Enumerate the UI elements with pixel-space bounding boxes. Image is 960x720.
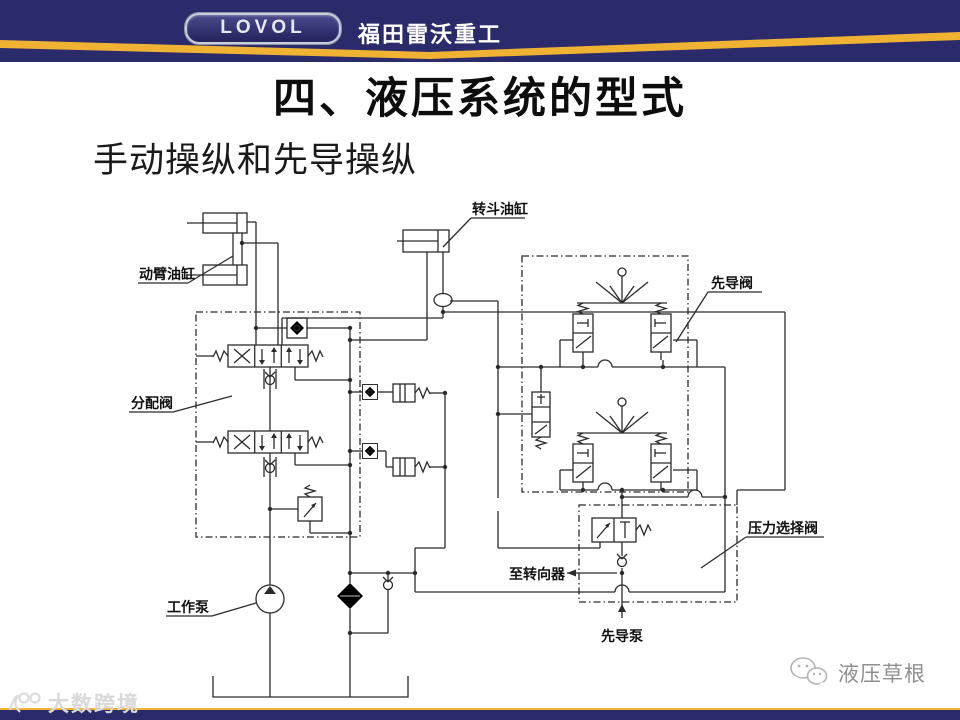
relief-valve [297,484,323,522]
damper-valve-2 [392,457,431,477]
watermark-left: 大数跨境 [6,688,140,718]
page-title: 四、液压系统的型式 [273,76,687,123]
label-leaders [129,217,824,617]
working-pump-symbol [255,584,285,697]
pipes-pilot [498,339,726,592]
dashu-logo-icon [8,692,41,713]
pilot-valve-box [521,255,689,493]
lovol-logo: LOVOL [185,13,341,44]
pressure-selector-valve-symbol [497,497,652,618]
pipes-mid [350,391,446,592]
inline-check-1 [263,369,277,389]
bucket-cylinder-label: 转斗油缸 [472,201,528,218]
gold-ribbon [0,32,960,59]
pilot-reducing-valve [498,367,551,450]
boom-cylinder-symbol [187,212,248,286]
working-pump-label: 工作泵 [167,599,209,616]
directional-valve-1 [212,344,324,368]
pressure-selector-box [578,504,738,603]
pressure-selector-label: 压力选择阀 [748,520,818,537]
footer-gold-line [0,708,960,710]
filter-bypass-check [350,573,394,634]
to-steering-label: 至转向器 [509,566,566,583]
check-valve-top [286,317,308,339]
footer-bar [0,710,960,720]
header-banner: LOVOL 福田雷沃重工 [0,0,960,62]
damper-valve-1 [392,383,431,403]
junction-dots [239,240,728,636]
brand-name: 福田雷沃重工 [358,22,503,47]
distribution-valve-box [195,311,361,538]
pilot-pump-label: 先导泵 [601,628,643,645]
watermark-left-text: 大数跨境 [48,693,140,716]
inline-check-2 [263,457,277,477]
pilot-check-1 [362,384,378,400]
watermark-right: 液压草根 [788,656,926,690]
boom-cylinder-label: 动臂油缸 [139,266,195,283]
pipes-return [350,569,725,593]
pipes-upper [242,221,786,505]
hose-coupling [433,292,453,308]
watermark-right-text: 液压草根 [838,663,926,686]
pilot-valve-label: 先导阀 [711,275,753,292]
pilot-joystick-1 [572,267,672,361]
pipes-distribution [196,328,351,585]
pilot-check-2 [361,442,378,459]
wechat-icon [790,657,828,687]
directional-valve-2 [212,430,324,454]
bucket-cylinder-symbol [397,229,450,253]
page-subtitle: 手动操纵和先导操纵 [93,141,418,180]
filter-symbol [337,583,363,697]
distribution-valve-label: 分配阀 [131,395,173,412]
pilot-joystick-2 [572,397,672,491]
tank-symbol [212,676,409,698]
